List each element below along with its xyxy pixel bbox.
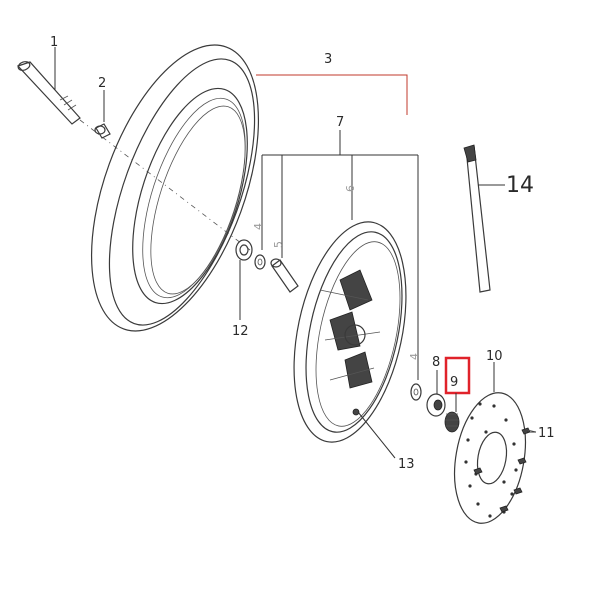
- callout-6: 6: [344, 185, 357, 192]
- callout-4-left: 4: [252, 223, 265, 230]
- collar-part[interactable]: [94, 123, 111, 139]
- callout-7: 7: [336, 115, 344, 130]
- disc-bolts-part[interactable]: [473, 427, 537, 513]
- seal-left-part[interactable]: [254, 254, 266, 270]
- callout-2: 2: [98, 76, 106, 91]
- callout-10: 10: [486, 349, 503, 364]
- callout-3: 3: [324, 52, 332, 67]
- tire-part[interactable]: [58, 23, 292, 353]
- seal-right-part[interactable]: [410, 383, 422, 401]
- leader-13: [357, 411, 396, 459]
- callout-13: 13: [398, 457, 415, 472]
- callout-5: 5: [272, 241, 285, 248]
- callout-11: 11: [538, 426, 555, 441]
- highlight-box-9: [444, 356, 471, 395]
- spacer-part[interactable]: [270, 258, 299, 293]
- axle-part[interactable]: [16, 60, 81, 125]
- center-axis-line: [79, 119, 251, 251]
- gear-part[interactable]: [444, 411, 460, 433]
- callout-9: 9: [450, 375, 458, 390]
- washer-part[interactable]: [235, 239, 253, 261]
- callout-14: 14: [506, 173, 534, 198]
- callout-1: 1: [50, 35, 58, 50]
- callout-4-right: 4: [408, 353, 421, 360]
- rim-part[interactable]: [276, 212, 424, 453]
- callout-12: 12: [232, 324, 249, 339]
- brake-disc-part[interactable]: [445, 387, 535, 529]
- callout-8: 8: [432, 355, 440, 370]
- group-bracket-3: [256, 74, 408, 115]
- valve-strap-part[interactable]: [463, 144, 491, 293]
- bearing-part[interactable]: [426, 393, 446, 417]
